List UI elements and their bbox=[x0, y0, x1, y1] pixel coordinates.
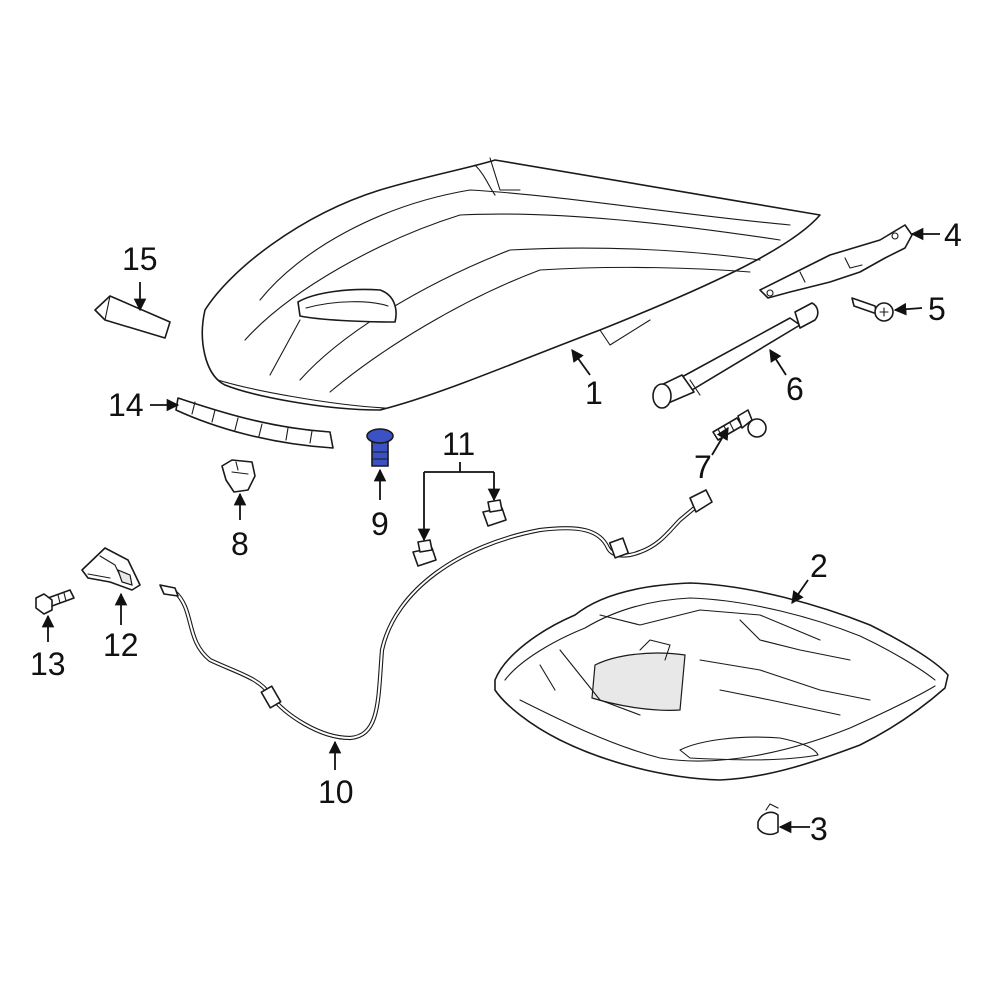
cable-clip-left[interactable] bbox=[412, 539, 437, 567]
callout-13: 13 bbox=[30, 646, 66, 682]
hood-latch[interactable] bbox=[81, 547, 141, 591]
latch-bracket[interactable] bbox=[221, 459, 256, 493]
latch-bolt[interactable] bbox=[35, 589, 75, 615]
leader-lines bbox=[41, 227, 940, 834]
insulator-block[interactable] bbox=[94, 295, 171, 339]
hood-insulator[interactable] bbox=[494, 582, 949, 781]
callout-7: 7 bbox=[694, 449, 712, 485]
callout-3: 3 bbox=[810, 811, 828, 847]
callout-11: 11 bbox=[442, 426, 475, 462]
lift-support-strut[interactable] bbox=[652, 302, 819, 409]
callout-4: 4 bbox=[944, 217, 962, 253]
hood-bumper-highlighted[interactable] bbox=[366, 428, 394, 467]
cable-clip-right[interactable] bbox=[482, 499, 507, 527]
hood-release-cable[interactable] bbox=[159, 489, 713, 741]
callout-5: 5 bbox=[928, 291, 946, 327]
hinge-bolt[interactable] bbox=[851, 297, 894, 322]
callout-9: 9 bbox=[371, 506, 389, 542]
callout-2: 2 bbox=[810, 548, 828, 584]
hood-seal-strip[interactable] bbox=[175, 397, 334, 449]
callout-8: 8 bbox=[231, 526, 249, 562]
callout-10: 10 bbox=[318, 774, 354, 810]
hood-panel[interactable] bbox=[201, 157, 821, 411]
callout-15: 15 bbox=[122, 241, 158, 277]
callout-14: 14 bbox=[108, 387, 144, 423]
ball-stud[interactable] bbox=[712, 409, 767, 441]
callout-6: 6 bbox=[786, 371, 804, 407]
callout-1: 1 bbox=[585, 375, 603, 411]
callout-labels: 1 2 3 4 5 6 7 8 9 10 11 12 13 14 15 bbox=[30, 217, 962, 847]
push-pin-clip[interactable] bbox=[757, 803, 779, 836]
callout-12: 12 bbox=[103, 627, 139, 663]
hood-hinge[interactable] bbox=[759, 224, 913, 299]
